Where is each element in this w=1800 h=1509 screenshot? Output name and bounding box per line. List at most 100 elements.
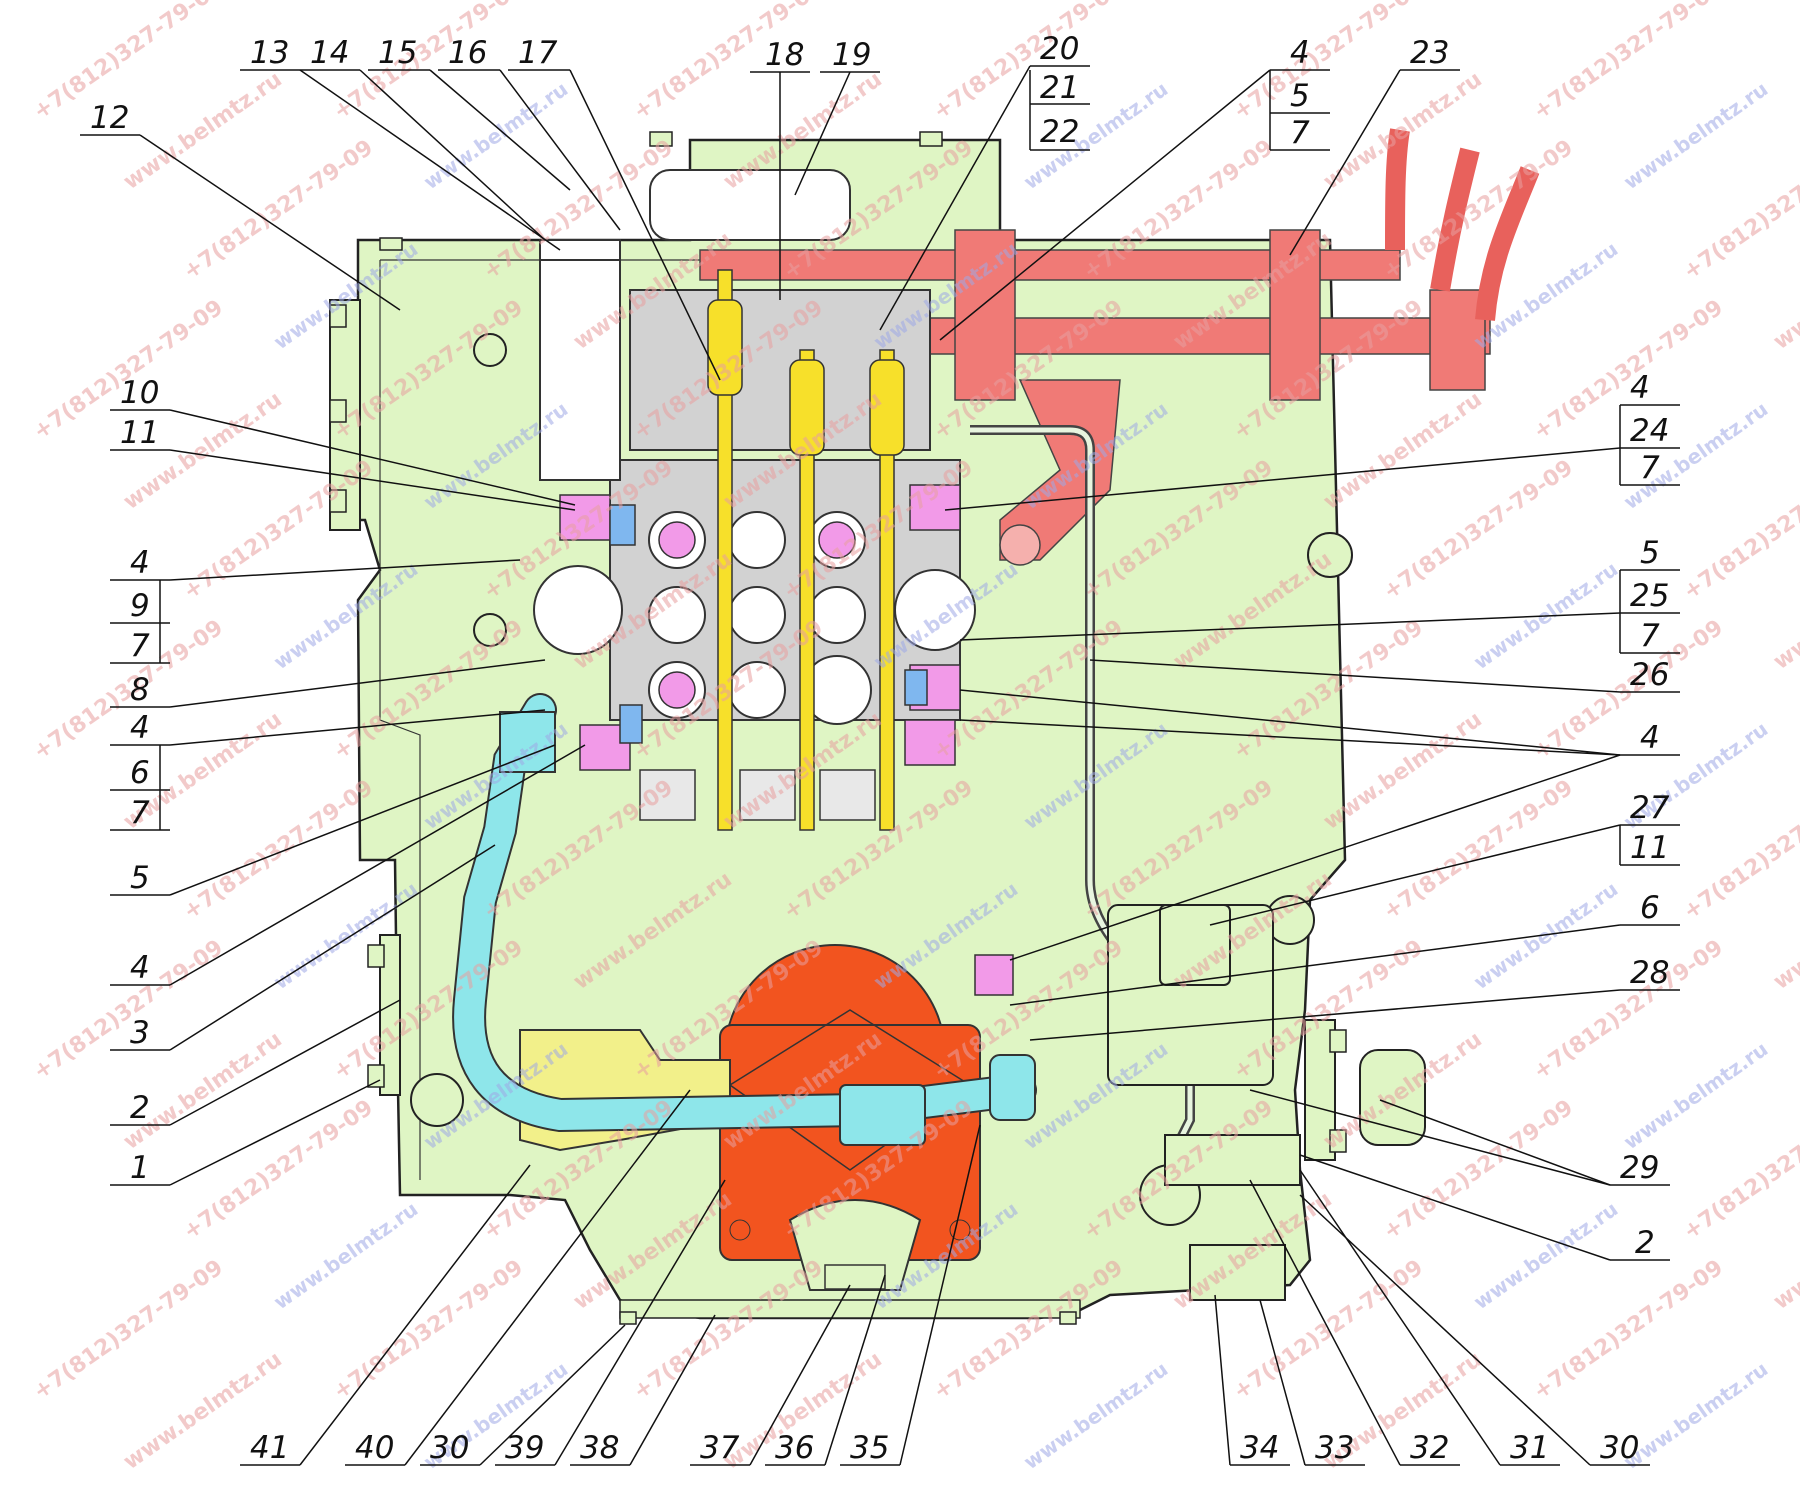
fitting-pink <box>909 484 961 531</box>
callout-2-right: 2 <box>1635 1225 1655 1261</box>
pump-bolt <box>729 1219 751 1241</box>
callout-30-right: 30 <box>1600 1430 1639 1466</box>
mount-hole <box>473 333 507 367</box>
valve-31 <box>1164 1134 1301 1186</box>
callout-41: 41 <box>250 1430 289 1466</box>
fitting-blue <box>609 504 636 546</box>
pump-shaft-spline <box>788 1199 922 1291</box>
watermark-phone: +7(812)327-79-09 <box>1679 775 1800 925</box>
watermark-phone: +7(812)327-79-09 <box>1529 1255 1728 1405</box>
fitting-blue <box>619 704 643 744</box>
bracket-29 <box>1359 1049 1426 1146</box>
fittings <box>559 484 1014 996</box>
rod-bracket-left <box>954 229 1016 401</box>
callout-30-left: 30 <box>430 1430 469 1466</box>
watermark-site: www.belmtz.ru <box>1469 1197 1622 1314</box>
watermark-phone: +7(812)327-79-09 <box>179 135 378 285</box>
callout-36: 36 <box>775 1430 814 1466</box>
watermark-site: www.belmtz.ru <box>1769 547 1800 675</box>
rod-coupler <box>1429 289 1486 391</box>
callout-4-right-a: 4 <box>1630 370 1650 406</box>
callout-34: 34 <box>1240 1430 1279 1466</box>
valve-ports <box>533 511 976 725</box>
callout-35: 35 <box>850 1430 889 1466</box>
plug-34 <box>1189 1244 1286 1301</box>
watermark-phone: +7(812)327-79-09 <box>1379 775 1578 925</box>
watermark-phone: +7(812)327-79-09 <box>1529 295 1728 445</box>
bottom-foot <box>619 1299 1081 1319</box>
watermark-phone: +7(812)327-79-09 <box>1529 935 1728 1085</box>
callout-6-right: 6 <box>1640 890 1660 926</box>
callout-33: 33 <box>1315 1430 1354 1466</box>
callout-39: 39 <box>505 1430 544 1466</box>
callout-37: 37 <box>700 1430 740 1466</box>
callout-22: 22 <box>1040 114 1079 150</box>
callout-14: 14 <box>310 35 349 71</box>
callout-11-right: 11 <box>1630 830 1669 866</box>
lever-3 <box>879 349 895 831</box>
watermark-phone: +7(812)327-79-09 <box>1379 455 1578 605</box>
callout-labels: 13 14 15 16 17 18 19 20 21 22 4 5 7 23 1… <box>90 31 1670 1466</box>
callout-4-left-b: 4 <box>130 710 150 746</box>
callout-7-right-a: 7 <box>1640 450 1660 486</box>
callout-7-left-b: 7 <box>130 795 150 831</box>
callout-2-left: 2 <box>130 1090 150 1126</box>
watermark-site: www.belmtz.ru <box>1619 77 1772 194</box>
relief-valve-cap <box>539 239 621 261</box>
hose-end-fitting <box>839 1084 926 1146</box>
watermark-phone: +7(812)327-79-09 <box>179 775 378 925</box>
lever-1 <box>717 269 733 831</box>
watermark-site: www.belmtz.ru <box>269 1197 422 1314</box>
watermark-site: www.belmtz.ru <box>1019 1357 1172 1474</box>
callout-7-right-b: 7 <box>1640 618 1660 654</box>
fitting-pink <box>904 719 956 766</box>
watermark-site: www.belmtz.ru <box>119 67 287 195</box>
callout-4-left-c: 4 <box>130 950 150 986</box>
callout-4-left-a: 4 <box>130 545 150 581</box>
callout-6-left: 6 <box>130 755 150 791</box>
callout-16: 16 <box>448 35 487 71</box>
callout-18: 18 <box>765 37 804 73</box>
callout-32: 32 <box>1410 1430 1449 1466</box>
mount-hole <box>410 1073 464 1127</box>
watermark-phone: +7(812)327-79-09 <box>1379 135 1578 285</box>
callout-29: 29 <box>1620 1150 1659 1186</box>
callout-11: 11 <box>120 415 159 451</box>
callout-5-top: 5 <box>1290 78 1310 114</box>
callout-24: 24 <box>1630 413 1669 449</box>
watermark-site: www.belmtz.ru <box>1769 1187 1800 1315</box>
relief-valve-cylinder <box>539 249 621 481</box>
callout-10: 10 <box>120 375 159 411</box>
callout-4-right-b: 4 <box>1640 720 1660 756</box>
rod-arm-eye <box>999 524 1041 566</box>
callout-27: 27 <box>1630 790 1670 826</box>
watermark-phone: +7(812)327-79-09 <box>1229 0 1428 125</box>
watermark-site: www.belmtz.ru <box>1769 227 1800 355</box>
callout-8: 8 <box>130 672 150 708</box>
watermark-phone: +7(812)327-79-09 <box>1679 1095 1800 1245</box>
pump-bolt <box>949 1219 971 1241</box>
cable-2 <box>1430 147 1480 292</box>
callout-40: 40 <box>355 1430 394 1466</box>
callout-26: 26 <box>1630 657 1669 693</box>
callout-13: 13 <box>250 35 289 71</box>
valve-bottom-brackets <box>639 769 876 821</box>
hose-banjo <box>989 1054 1036 1121</box>
callout-21: 21 <box>1040 70 1079 106</box>
pump-shaft-key <box>824 1264 886 1290</box>
left-lower-plate <box>379 934 401 1096</box>
callout-3: 3 <box>130 1015 150 1051</box>
callout-38: 38 <box>580 1430 619 1466</box>
watermark-phone: +7(812)327-79-09 <box>329 1255 528 1405</box>
callout-17: 17 <box>518 35 558 71</box>
callout-23: 23 <box>1410 35 1449 71</box>
leader-lines <box>80 65 1680 1466</box>
callout-25: 25 <box>1630 578 1669 614</box>
watermark-phone: +7(812)327-79-09 <box>1679 135 1800 285</box>
watermark-site: www.belmtz.ru <box>1619 1037 1772 1154</box>
pressure-hose-fill <box>454 695 1035 1131</box>
watermark-phone: +7(812)327-79-09 <box>1529 615 1728 765</box>
lever-2-fork <box>789 359 825 456</box>
callout-15: 15 <box>378 35 417 71</box>
